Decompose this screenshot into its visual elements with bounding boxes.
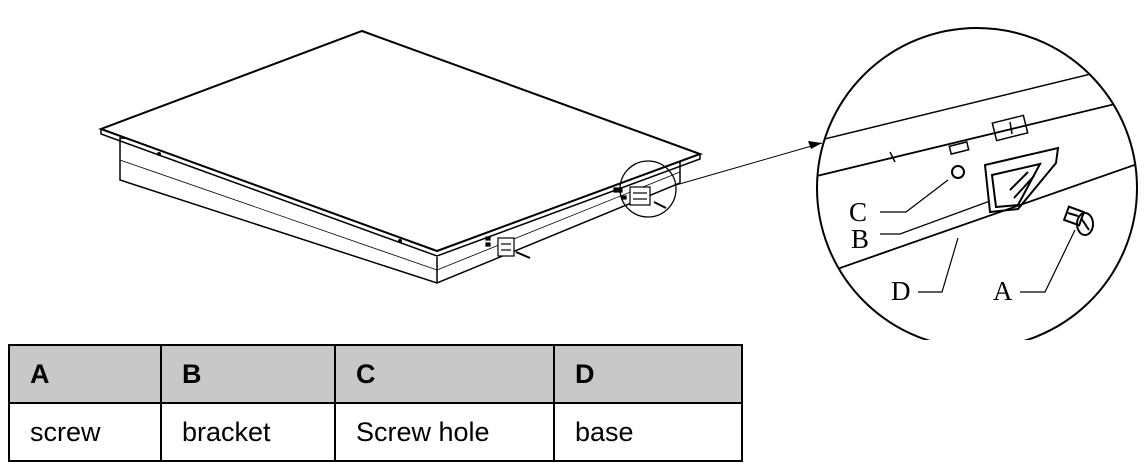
callout-a: A bbox=[993, 276, 1013, 306]
screw-hole bbox=[951, 165, 965, 179]
parts-legend-table: A B C D screw bracket Screw hole base bbox=[8, 344, 743, 462]
header-d: D bbox=[553, 344, 743, 404]
bracket-icon bbox=[983, 146, 1060, 214]
cell-screw-hole: Screw hole bbox=[334, 402, 555, 462]
screw-icon bbox=[1062, 205, 1094, 236]
cell-screw: screw bbox=[8, 402, 162, 462]
callout-b: B bbox=[851, 224, 869, 254]
cell-bracket: bracket bbox=[160, 402, 336, 462]
installation-diagram: C B D A bbox=[98, 27, 1138, 340]
header-b: B bbox=[160, 344, 336, 404]
bracket-marks-left bbox=[485, 236, 531, 259]
detail-leader-line bbox=[675, 142, 823, 186]
table-header-row: A B C D bbox=[8, 344, 743, 404]
detail-magnifier-icon: C B D A bbox=[816, 27, 1138, 340]
header-a: A bbox=[8, 344, 162, 404]
cell-base: base bbox=[553, 402, 743, 462]
callout-c: C bbox=[849, 197, 867, 227]
header-c: C bbox=[334, 344, 555, 404]
hob-glass-top bbox=[98, 29, 703, 253]
clip-top bbox=[991, 114, 1029, 142]
bracket-marks-right bbox=[613, 186, 667, 209]
hob-appliance-icon bbox=[98, 29, 703, 284]
callout-d: D bbox=[891, 276, 911, 306]
detail-focus-circle bbox=[619, 160, 677, 218]
table-row: screw bracket Screw hole base bbox=[8, 402, 743, 462]
